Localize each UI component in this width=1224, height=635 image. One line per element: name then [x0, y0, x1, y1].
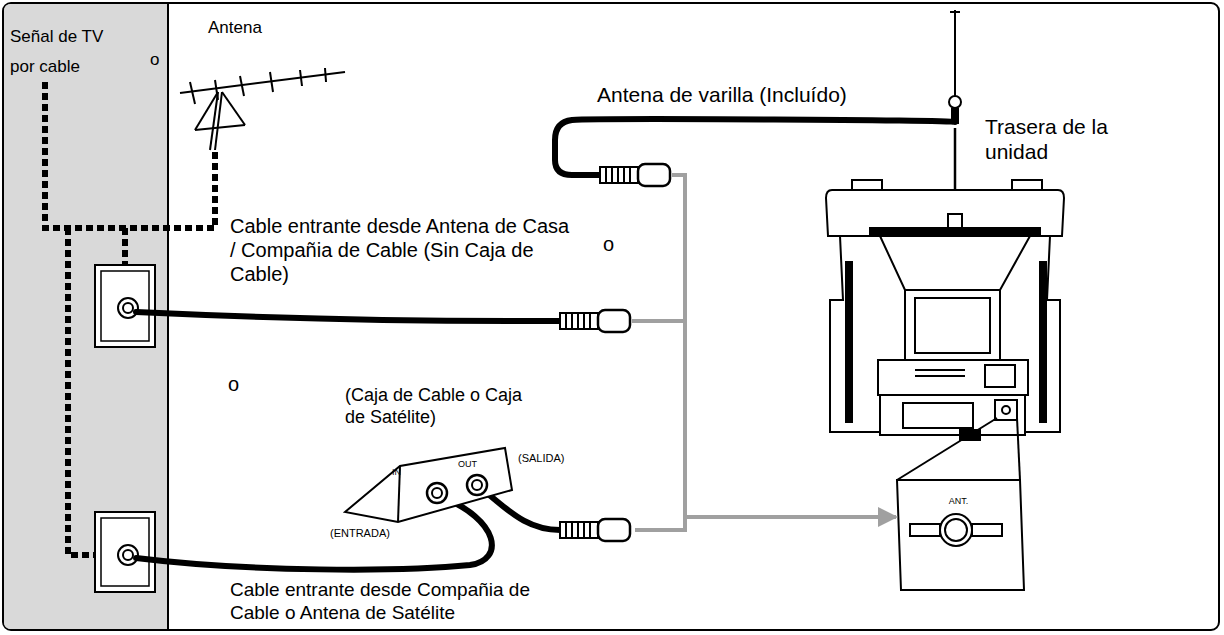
port-label: IN [392, 467, 401, 478]
port-label: OUT [458, 459, 477, 470]
label-text: Señal de TV por cable [10, 22, 122, 82]
label-text: Antena de varilla (Incluído) [597, 82, 847, 107]
label-text: Cable entrante desde Compañia de Cable o… [230, 579, 530, 625]
label-text: (ENTRADA) [330, 527, 390, 540]
label-text: (SALIDA) [518, 452, 564, 465]
label-text: o [228, 372, 239, 396]
label-text: o [150, 50, 159, 70]
roof-antenna [180, 68, 345, 150]
coax-plug [560, 310, 630, 332]
zoom-callout [897, 418, 1024, 590]
frame [3, 3, 1219, 630]
label-text: o [603, 232, 614, 256]
dotted-feed [45, 82, 215, 555]
label-text: Trasera de la unidad [985, 114, 1125, 164]
node-heading: (Caja de Cable o Caja de Satélite) [345, 385, 535, 428]
tv-back [826, 180, 1064, 440]
signal-connector [635, 517, 896, 530]
node-heading: ANT. [897, 496, 1020, 507]
cable-box [345, 448, 512, 522]
merge-bracket [632, 173, 685, 532]
label-text: Cable entrante desde Antena de Casa / Co… [230, 214, 570, 286]
coax-plug [560, 519, 630, 541]
coax-plug [600, 164, 670, 186]
wall-panel [4, 4, 168, 629]
antenna-input-panel: ANT. [897, 482, 1024, 588]
label-text: Antena [208, 18, 262, 38]
cable-box: (Caja de Cable o Caja de Satélite) IN OUT [330, 383, 635, 548]
rod-antenna [949, 10, 961, 210]
